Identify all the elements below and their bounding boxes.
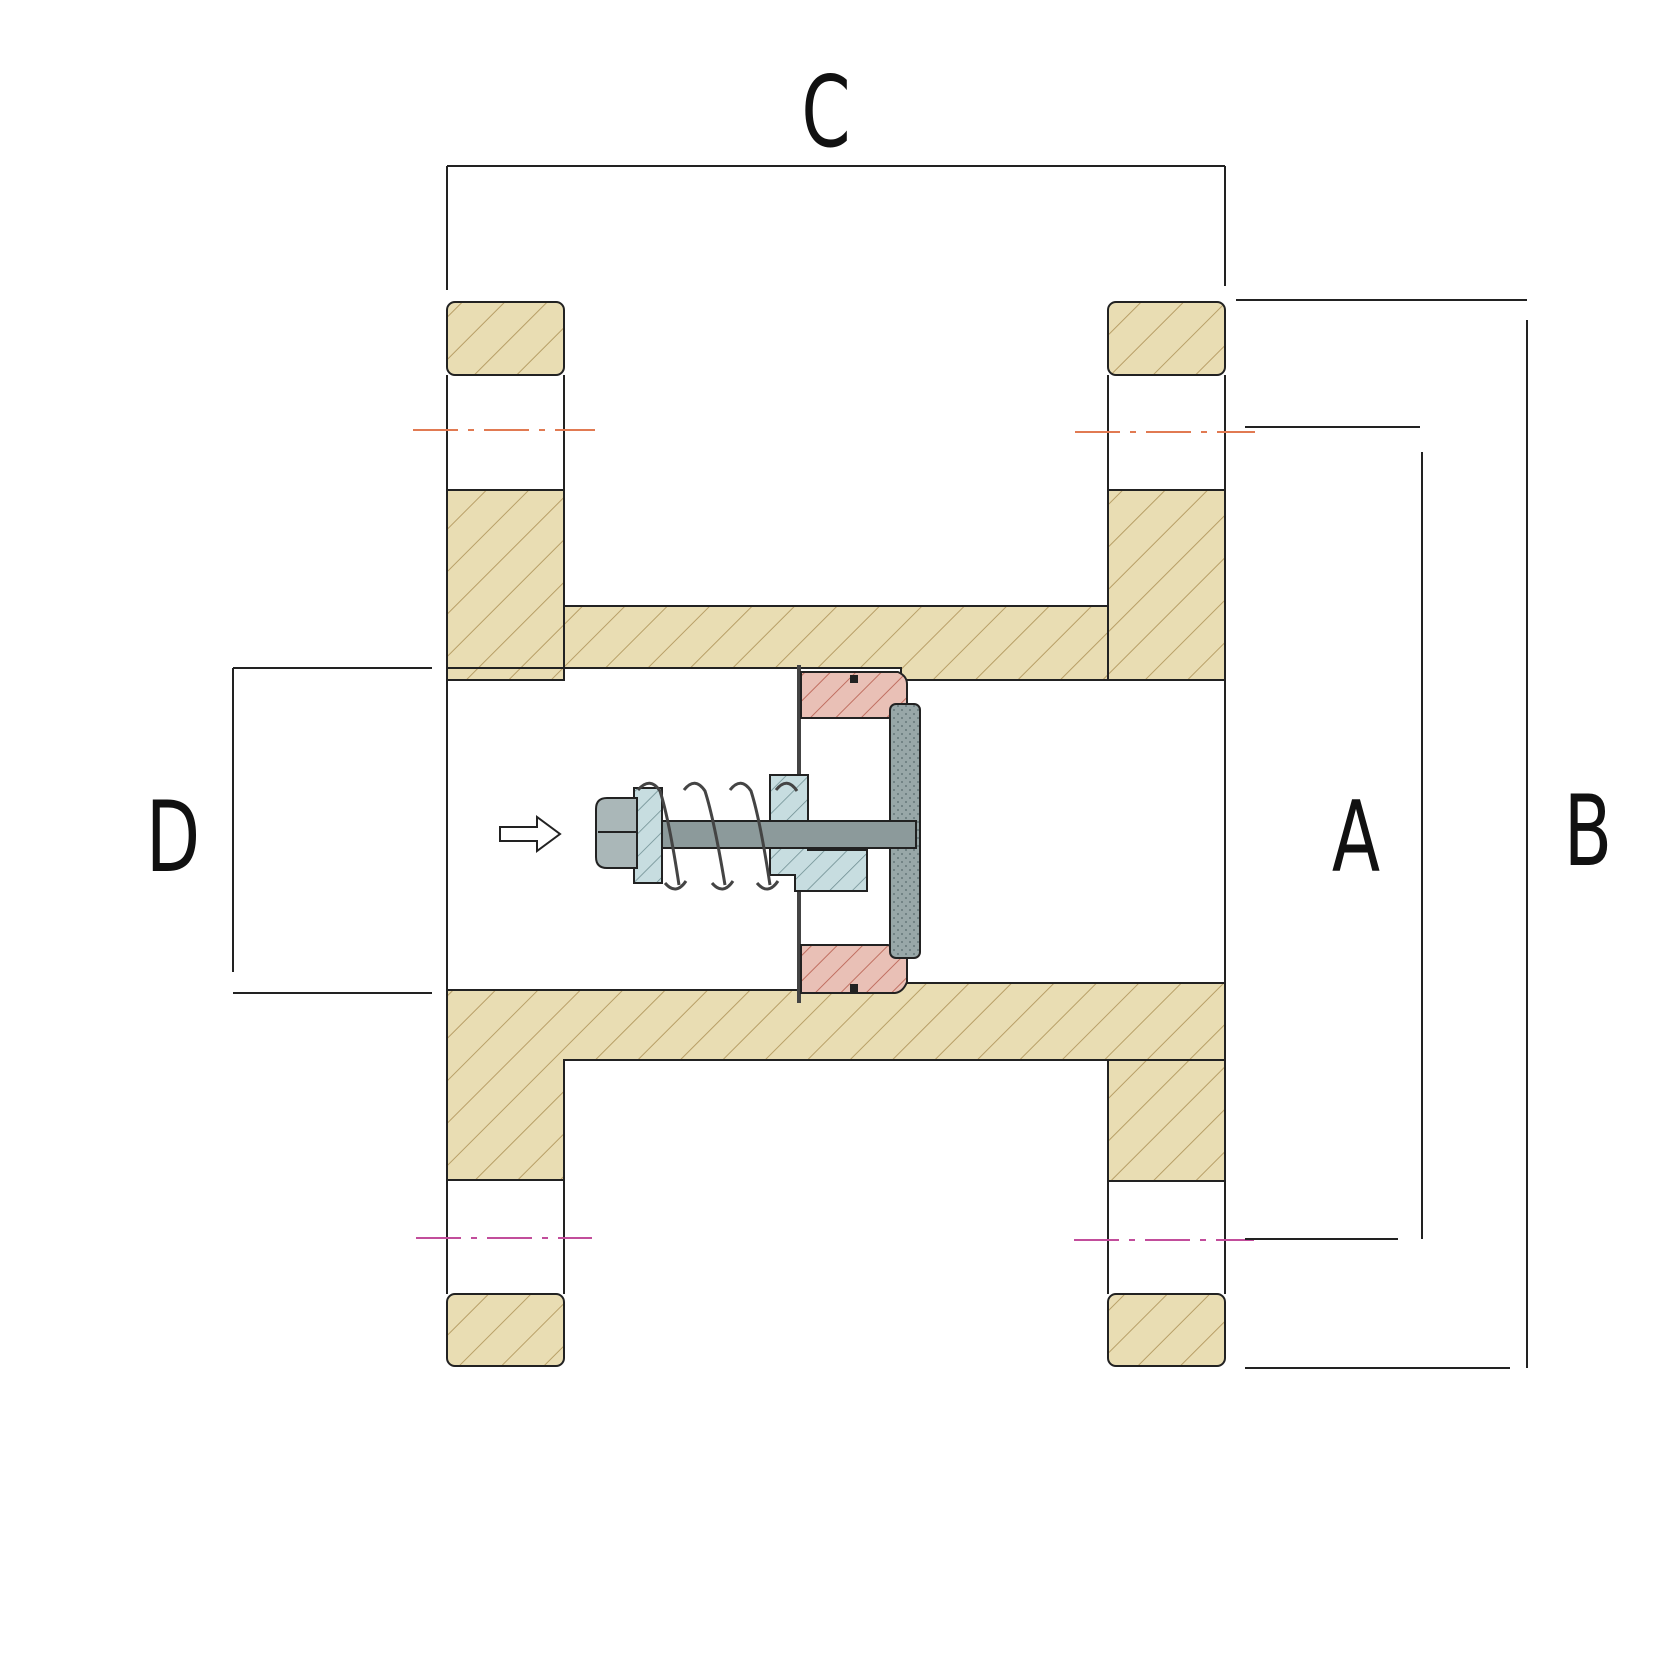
spring (636, 781, 799, 891)
left-top-flange-inner (446, 489, 565, 681)
left-top-flange-outer (446, 301, 565, 376)
right-lower-flange-body (1107, 1059, 1226, 1182)
flow-direction-arrow (499, 815, 562, 853)
guide-bushing (769, 774, 868, 892)
dimensions (232, 165, 1528, 1369)
right-lower-flange-outer (1107, 1293, 1226, 1367)
stem-collar (633, 787, 663, 884)
valve-body (446, 301, 1226, 1367)
dimension-b-label: B (1564, 775, 1612, 889)
right-top-flange-inner (1107, 489, 1226, 681)
flange-centerlines (413, 429, 1255, 1241)
lower-seat-ring (800, 944, 908, 994)
right-top-flange-outer (1107, 301, 1226, 376)
dimension-c-label: C (801, 56, 850, 170)
dimension-a-label: A (1332, 781, 1380, 895)
upper-seal (850, 675, 858, 683)
flow-direction-arrow-icon (499, 815, 562, 853)
lower-seal (850, 984, 858, 992)
left-lower-flange-outer (446, 1293, 565, 1367)
dimension-d-label: D (146, 781, 200, 895)
valve-internal-mechanism (595, 703, 921, 959)
